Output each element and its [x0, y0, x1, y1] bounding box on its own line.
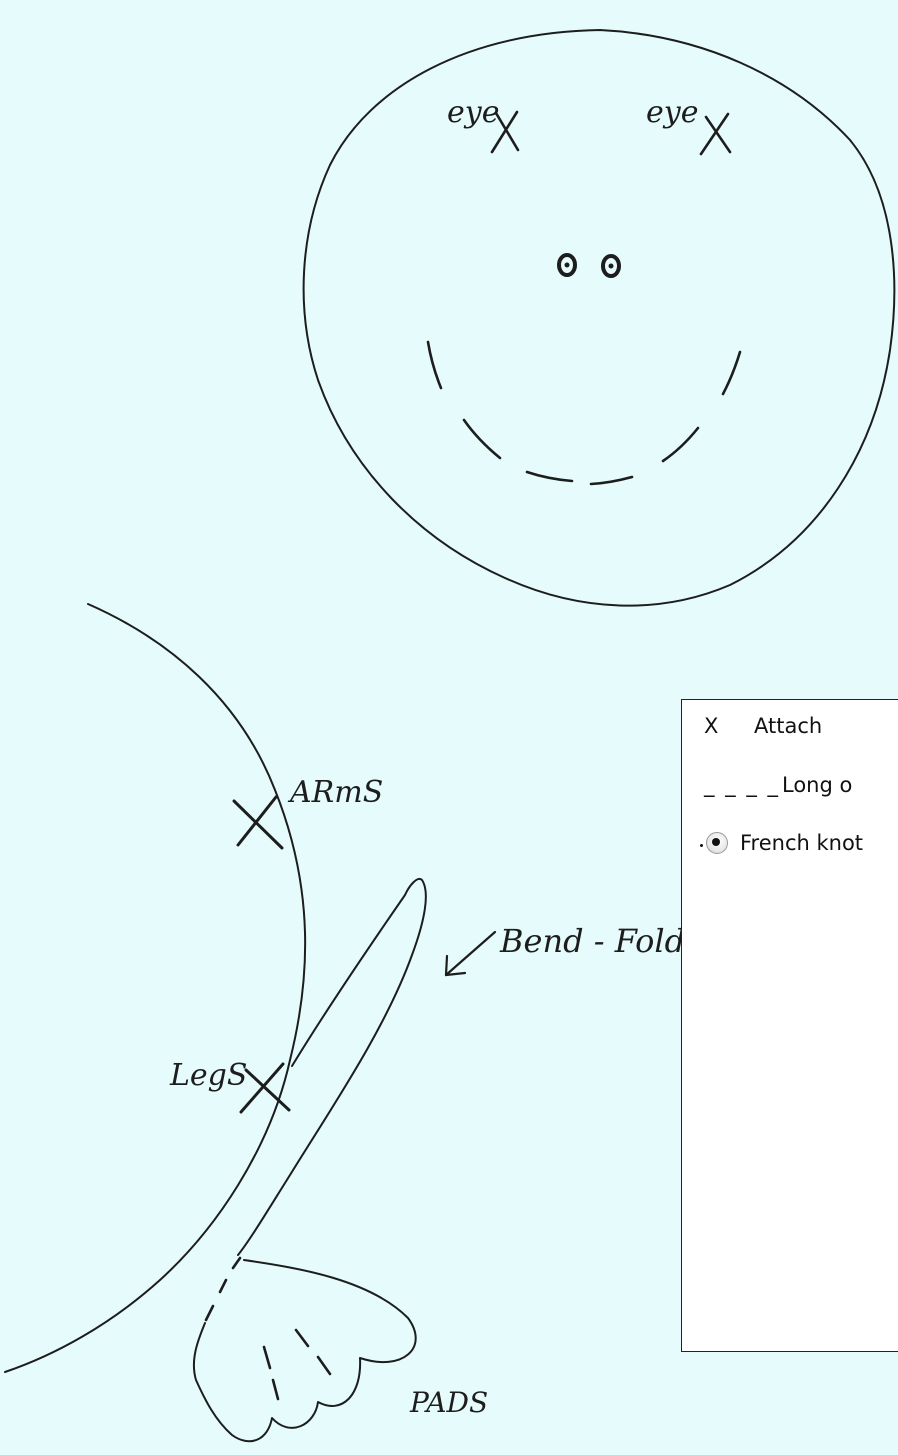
- head-outline: [304, 30, 895, 606]
- pads-label: PADS: [409, 1386, 488, 1419]
- eye-left-label: eye: [447, 95, 499, 130]
- legs-label: LegS: [169, 1058, 247, 1093]
- attach-x-symbol: X: [704, 714, 754, 738]
- legend-row-french-knot: French knot: [704, 831, 863, 855]
- long-stitch-dash-symbol: _ _ _ _: [704, 773, 782, 797]
- bend-fold-label: Bend - Fold: [499, 922, 685, 960]
- bend-fold-arrow: [446, 932, 495, 975]
- nose-french-knot-right: [603, 256, 619, 276]
- legend-long-stitch-label: Long o: [782, 773, 852, 797]
- legend-row-long-stitch: _ _ _ _Long o: [704, 773, 852, 797]
- arms-label: ARmS: [287, 775, 383, 810]
- body-outline: [5, 604, 305, 1372]
- arms-attach-mark: [234, 797, 282, 848]
- french-knot-icon: [704, 834, 740, 854]
- leg-outline: [238, 879, 426, 1255]
- mouth-long-stitch: [428, 342, 740, 484]
- eye-right-mark: [701, 114, 730, 154]
- nose-french-knot-left: [559, 255, 575, 275]
- legend-french-knot-label: French knot: [740, 831, 863, 855]
- legend-attach-label: Attach: [754, 714, 822, 738]
- pads-outline: [194, 1258, 416, 1441]
- eye-right-label: eye: [646, 95, 698, 130]
